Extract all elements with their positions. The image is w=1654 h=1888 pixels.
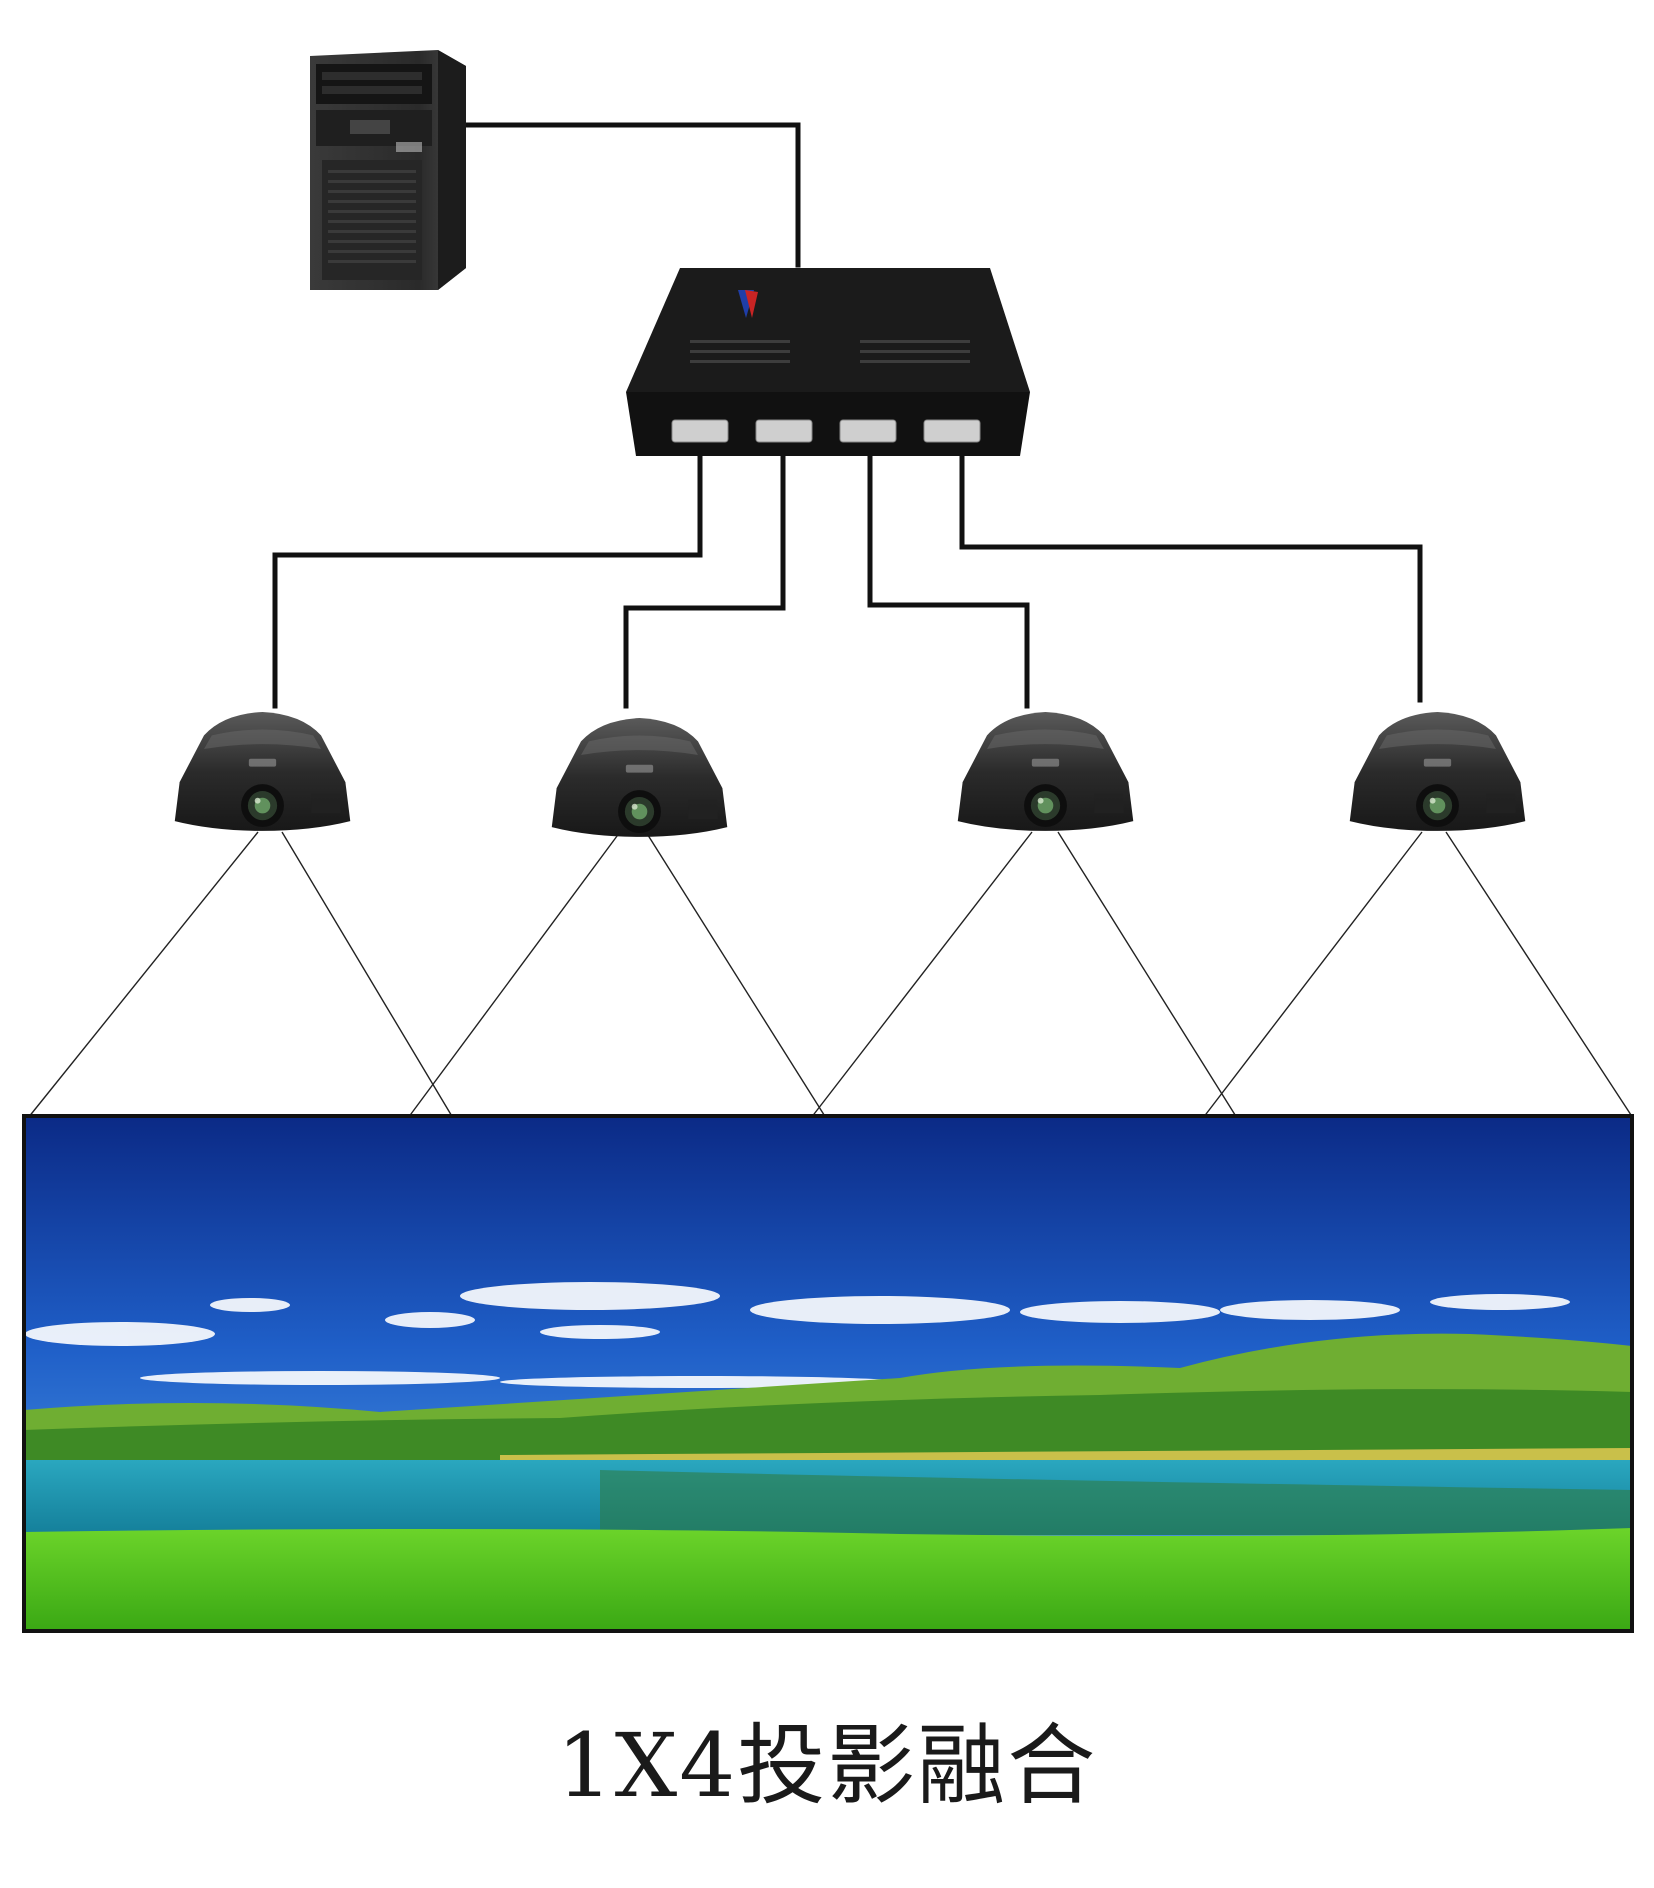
fusion-processor-icon — [626, 268, 1030, 456]
panoramic-landscape-screen — [22, 1114, 1634, 1633]
cable-processor-to-projector-3 — [867, 442, 1030, 709]
projector-3 — [957, 711, 1134, 831]
cable-pc-to-processor — [463, 122, 801, 268]
beam-4-right — [1445, 831, 1634, 1119]
beam-3-right — [1057, 831, 1238, 1119]
cable-processor-to-projector-1 — [272, 442, 703, 709]
projector-2 — [551, 717, 728, 837]
projector-4 — [1349, 711, 1526, 831]
beam-1-left — [27, 831, 259, 1119]
projector-1 — [174, 711, 351, 831]
beam-3-left — [810, 831, 1033, 1119]
diagram-caption: 1X4投影融合 — [556, 1714, 1098, 1817]
landscape-image — [24, 1282, 1632, 1631]
projection-beams — [27, 831, 1634, 1119]
beam-4-left — [1202, 831, 1423, 1119]
beam-1-right — [281, 831, 454, 1119]
pc-tower-icon — [310, 50, 466, 290]
beam-2-left — [407, 831, 621, 1119]
cables — [272, 122, 1423, 709]
cable-processor-to-projector-4 — [959, 442, 1423, 703]
beam-2-right — [645, 831, 827, 1119]
cable-processor-to-projector-2 — [623, 442, 786, 709]
